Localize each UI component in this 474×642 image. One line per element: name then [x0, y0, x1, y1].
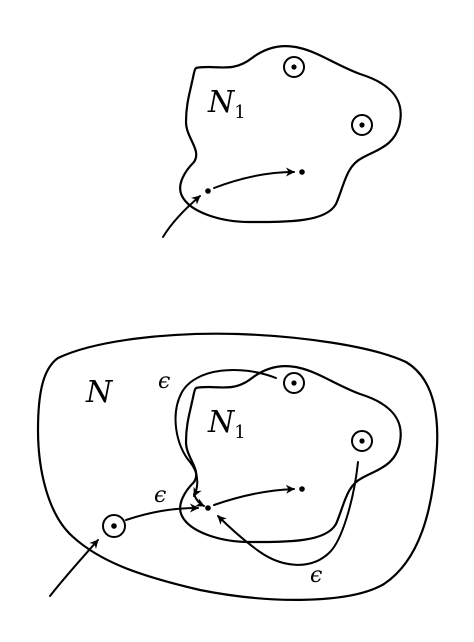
fixed-point-dot-top: [291, 64, 297, 70]
incoming-arrow: [49, 539, 99, 597]
epsilon-neighborhood-arrow-left: [193, 493, 205, 507]
region-n-boundary: [36, 332, 439, 601]
region-n1-label: N1: [207, 405, 246, 443]
fixed-point-dot-right: [359, 438, 365, 444]
epsilon-neighborhood-curve-right: [217, 461, 359, 566]
target-point: [299, 169, 305, 175]
epsilon-label-top: ϵ: [158, 369, 170, 394]
entry-point: [205, 188, 211, 194]
target-point: [299, 486, 305, 492]
epsilon-label-bottom: ϵ: [310, 563, 322, 588]
fixed-point-dot-right: [359, 122, 365, 128]
epsilon-neighborhood-curve-left: [174, 368, 277, 497]
region-n-label: N: [85, 375, 114, 410]
outer-to-entry-arrow: [125, 503, 199, 521]
orbit-arrow: [213, 167, 295, 189]
epsilon-label-middle: ϵ: [154, 483, 166, 508]
fixed-point-dot-outer: [111, 523, 117, 529]
region-n1-boundary: [179, 45, 402, 224]
bottom-diagram: N N1 ϵ ϵ ϵ: [36, 332, 439, 601]
orbit-arrow: [213, 484, 295, 506]
incoming-arrow: [162, 195, 201, 238]
region-n1-boundary: [179, 365, 402, 544]
region-n1-label: N1: [207, 85, 246, 123]
top-diagram: N1: [162, 45, 402, 238]
entry-point: [205, 505, 211, 511]
fixed-point-dot-top: [291, 380, 297, 386]
